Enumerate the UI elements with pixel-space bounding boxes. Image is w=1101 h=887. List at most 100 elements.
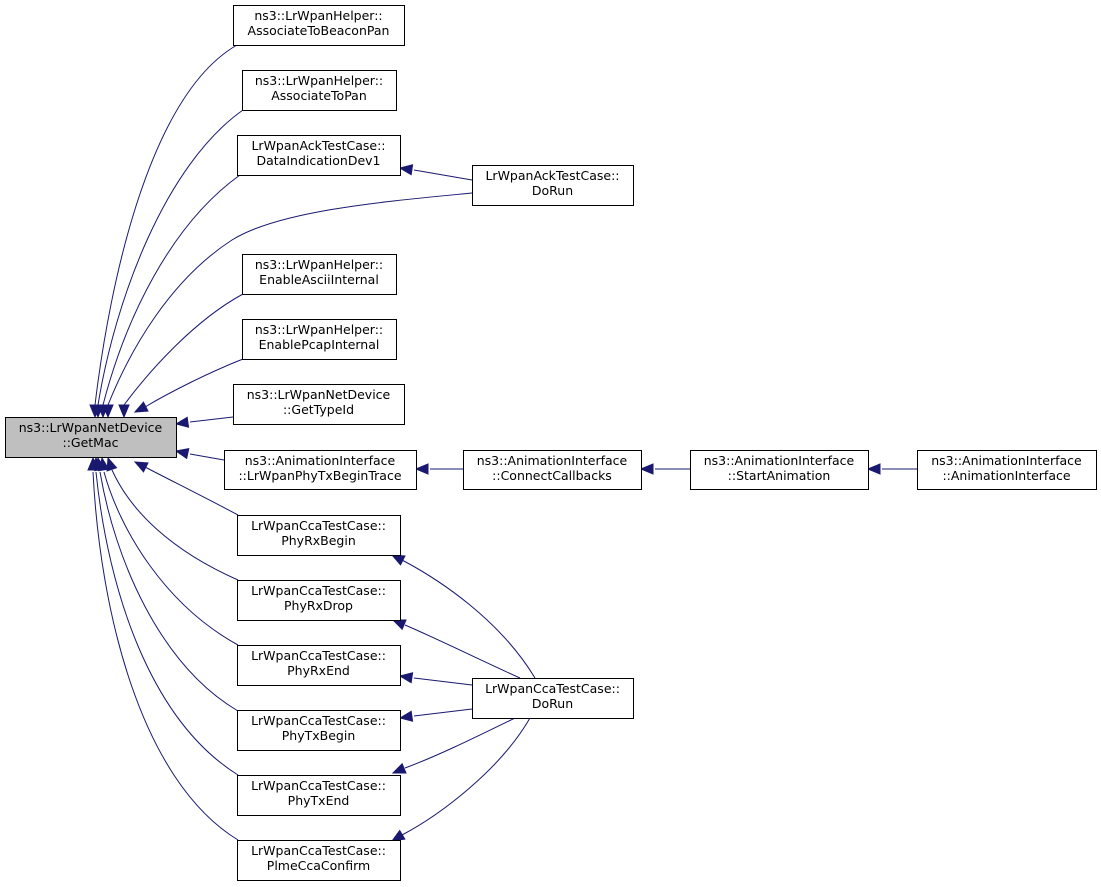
arrow-head-icon bbox=[866, 463, 881, 475]
edge-n11-to-n10 bbox=[866, 463, 917, 475]
node-label-line: DoRun bbox=[532, 696, 573, 711]
node-box bbox=[237, 840, 401, 881]
arrow-head-icon bbox=[174, 447, 190, 460]
node-box bbox=[233, 384, 405, 425]
edge-n1-to-root bbox=[89, 44, 238, 419]
edge-n4-to-n3 bbox=[398, 164, 473, 181]
arrow-head-icon bbox=[133, 461, 149, 473]
node-box bbox=[233, 5, 405, 46]
arrow-head-icon bbox=[414, 463, 429, 475]
node-n18[interactable]: LrWpanCcaTestCase::DoRun bbox=[472, 678, 634, 719]
node-n15[interactable]: LrWpanCcaTestCase::PhyTxBegin bbox=[237, 710, 401, 751]
node-n3[interactable]: LrWpanAckTestCase::DataIndicationDev1 bbox=[237, 135, 401, 176]
node-box bbox=[237, 710, 401, 751]
edge-line bbox=[144, 358, 244, 408]
arrow-head-icon bbox=[102, 404, 114, 419]
node-label-line: ns3::AnimationInterface bbox=[245, 453, 396, 468]
edge-line bbox=[123, 293, 244, 406]
edge-line bbox=[189, 416, 234, 423]
edge-line bbox=[144, 466, 239, 516]
edge-n18-to-n14 bbox=[398, 672, 473, 686]
node-label-line: ::GetMac bbox=[62, 435, 118, 450]
node-n6[interactable]: ns3::LrWpanHelper::EnablePcapInternal bbox=[242, 319, 397, 360]
edge-line bbox=[94, 44, 238, 406]
node-label-line: LrWpanCcaTestCase:: bbox=[251, 518, 386, 533]
node-box bbox=[237, 775, 401, 816]
edge-n10-to-n9 bbox=[639, 463, 690, 475]
arrow-head-icon bbox=[398, 164, 414, 176]
node-label-line: ns3::LrWpanNetDevice bbox=[19, 420, 163, 435]
node-label-line: PhyRxEnd bbox=[287, 663, 350, 678]
node-label-line: AssociateToBeaconPan bbox=[248, 23, 390, 38]
arrow-head-icon bbox=[87, 456, 99, 471]
node-label-line: ::AnimationInterface bbox=[942, 468, 1070, 483]
node-box bbox=[472, 678, 634, 719]
edge-line bbox=[413, 169, 473, 181]
node-root[interactable]: ns3::LrWpanNetDevice::GetMac bbox=[5, 417, 177, 458]
node-n16[interactable]: LrWpanCcaTestCase::PhyTxEnd bbox=[237, 775, 401, 816]
node-layer: ns3::LrWpanNetDevice::GetMac ns3::LrWpanH… bbox=[5, 5, 1097, 881]
edge-line bbox=[401, 717, 531, 836]
node-label-line: LrWpanAckTestCase:: bbox=[485, 168, 619, 183]
arrow-head-icon bbox=[390, 554, 406, 566]
node-label-line: ns3::AnimationInterface bbox=[704, 453, 855, 468]
node-n5[interactable]: ns3::LrWpanHelper::EnableAsciiInternal bbox=[242, 254, 397, 295]
edge-line bbox=[413, 708, 473, 717]
node-n7[interactable]: ns3::LrWpanNetDevice::GetTypeId bbox=[233, 384, 405, 425]
edge-line bbox=[404, 717, 516, 769]
node-box bbox=[472, 165, 634, 206]
node-label-line: LrWpanCcaTestCase:: bbox=[485, 681, 620, 696]
node-label-line: LrWpanCcaTestCase:: bbox=[251, 713, 386, 728]
node-n4[interactable]: LrWpanAckTestCase::DoRun bbox=[472, 165, 634, 206]
edge-n9-to-n8 bbox=[414, 463, 463, 475]
node-n1[interactable]: ns3::LrWpanHelper::AssociateToBeaconPan bbox=[233, 5, 405, 46]
node-label-line: ns3::LrWpanHelper:: bbox=[255, 73, 383, 88]
node-label-line: PhyTxEnd bbox=[288, 793, 350, 808]
edge-n6-to-root bbox=[133, 358, 244, 413]
node-n13[interactable]: LrWpanCcaTestCase::PhyRxDrop bbox=[237, 580, 401, 621]
node-n11[interactable]: ns3::AnimationInterface::AnimationInterf… bbox=[917, 450, 1097, 490]
arrow-head-icon bbox=[398, 672, 414, 684]
edge-n18-to-n15 bbox=[398, 708, 473, 722]
edge-n13-to-root bbox=[106, 456, 239, 581]
node-n10[interactable]: ns3::AnimationInterface::StartAnimation bbox=[690, 450, 869, 490]
arrow-head-icon bbox=[118, 404, 130, 419]
node-n14[interactable]: LrWpanCcaTestCase::PhyRxEnd bbox=[237, 645, 401, 686]
node-label-line: ns3::LrWpanHelper:: bbox=[255, 322, 383, 337]
edge-n5-to-root bbox=[118, 293, 244, 419]
edge-line bbox=[103, 471, 239, 646]
node-n9[interactable]: ns3::AnimationInterface::ConnectCallback… bbox=[463, 450, 642, 490]
node-label-line: PhyTxBegin bbox=[282, 728, 356, 743]
node-label-line: EnablePcapInternal bbox=[259, 337, 380, 352]
node-label-line: AssociateToPan bbox=[271, 88, 367, 103]
node-box bbox=[5, 417, 177, 458]
arrow-head-icon bbox=[133, 401, 149, 413]
node-box bbox=[237, 580, 401, 621]
node-label-line: ns3::LrWpanHelper:: bbox=[255, 257, 383, 272]
node-n17[interactable]: LrWpanCcaTestCase::PlmeCcaConfirm bbox=[237, 840, 401, 881]
node-label-line: LrWpanCcaTestCase:: bbox=[251, 778, 386, 793]
node-label-line: ::LrWpanPhyTxBeginTrace bbox=[238, 468, 401, 483]
node-n8[interactable]: ns3::AnimationInterface::LrWpanPhyTxBegi… bbox=[224, 450, 417, 490]
edge-line bbox=[401, 559, 536, 679]
node-label-line: ns3::AnimationInterface bbox=[477, 453, 628, 468]
arrow-head-icon bbox=[390, 829, 406, 842]
edge-layer bbox=[87, 44, 917, 842]
edge-line bbox=[107, 192, 473, 406]
node-box bbox=[237, 135, 401, 176]
node-label-line: ::GetTypeId bbox=[283, 402, 354, 417]
arrow-head-icon bbox=[398, 710, 414, 722]
edge-line bbox=[189, 453, 225, 461]
edge-n18-to-n16 bbox=[391, 717, 516, 774]
arrow-head-icon bbox=[391, 762, 407, 774]
node-label-line: DoRun bbox=[532, 183, 573, 198]
node-box bbox=[237, 515, 401, 556]
node-label-line: LrWpanCcaTestCase:: bbox=[251, 843, 386, 858]
node-n12[interactable]: LrWpanCcaTestCase::PhyRxBegin bbox=[237, 515, 401, 556]
edge-line bbox=[99, 471, 239, 712]
node-n2[interactable]: ns3::LrWpanHelper::AssociateToPan bbox=[242, 70, 397, 111]
node-label-line: LrWpanCcaTestCase:: bbox=[251, 583, 386, 598]
arrow-head-icon bbox=[639, 463, 654, 475]
arrow-head-icon bbox=[174, 416, 190, 428]
